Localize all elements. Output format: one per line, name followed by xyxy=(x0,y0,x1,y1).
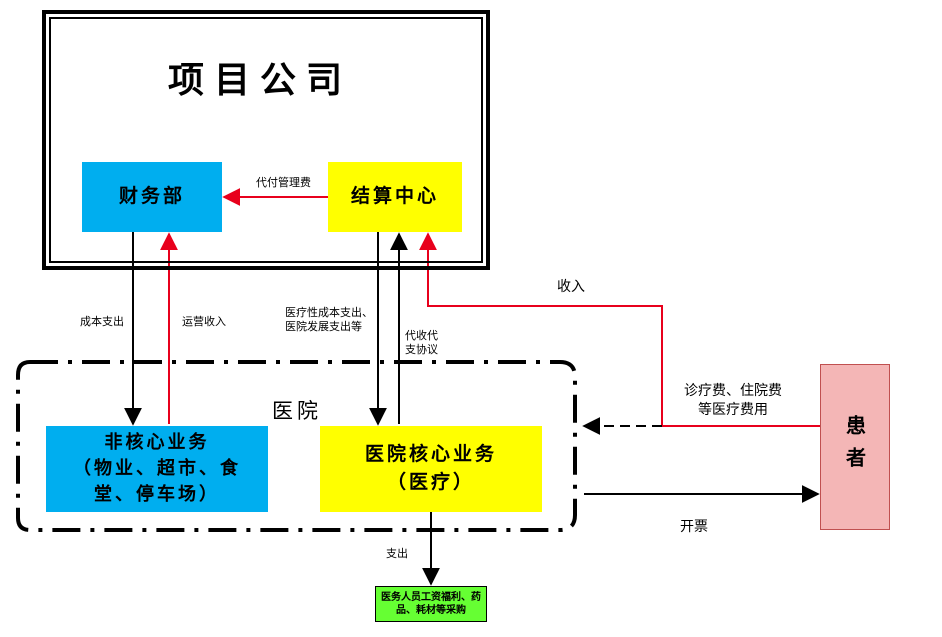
core-line2: （医疗） xyxy=(386,471,475,493)
company-title: 项目公司 xyxy=(167,59,352,101)
core-line1: 医院核心业务 xyxy=(364,443,497,466)
non-core-line1: 非核心业务 xyxy=(104,431,210,453)
purchase-line1: 医务人员工资福利、药 xyxy=(381,592,481,603)
patient-box: 患者 xyxy=(820,364,890,530)
income-label: 收入 xyxy=(557,279,585,295)
finance-dept-box: 财务部 xyxy=(82,162,222,232)
purchase-line2: 品、耗材等采购 xyxy=(396,605,466,616)
purchase-box: 医务人员工资福利、药 品、耗材等采购 xyxy=(375,586,487,622)
medical-fees-label: 诊疗费、住院费 等医疗费用 xyxy=(684,382,782,420)
settlement-center-box: 结算中心 xyxy=(328,162,462,232)
medical-cost-line2: 医院发展支出等 xyxy=(285,320,362,334)
hospital-label: 医院 xyxy=(272,399,322,423)
medical-cost-line1: 医疗性成本支出、 xyxy=(285,306,373,319)
agency-fee-label: 代付管理费 xyxy=(256,176,311,189)
patient-label: 患者 xyxy=(842,415,867,479)
expense-label: 支出 xyxy=(386,547,408,560)
company-frame xyxy=(42,10,490,270)
op-income-label: 运营收入 xyxy=(182,315,226,328)
cost-out-label: 成本支出 xyxy=(80,315,124,328)
medical-cost-label: 医疗性成本支出、 医院发展支出等 xyxy=(285,306,373,335)
hospital-boundary xyxy=(16,360,577,532)
non-core-business-box: 非核心业务 （物业、超市、食 堂、停车场） xyxy=(46,426,268,512)
core-business-box: 医院核心业务 （医疗） xyxy=(320,426,542,512)
non-core-line3: 堂、停车场） xyxy=(94,484,220,506)
fees-line1: 诊疗费、住院费 xyxy=(684,383,782,399)
invoice-label: 开票 xyxy=(680,519,708,535)
non-core-line2: （物业、超市、食 xyxy=(73,457,241,479)
fees-line2: 等医疗费用 xyxy=(698,401,768,418)
income-route xyxy=(419,232,820,427)
agency-line1: 代收代 xyxy=(405,329,438,342)
agency-line2: 支协议 xyxy=(405,343,438,357)
agency-agreement-label: 代收代 支协议 xyxy=(405,329,438,358)
